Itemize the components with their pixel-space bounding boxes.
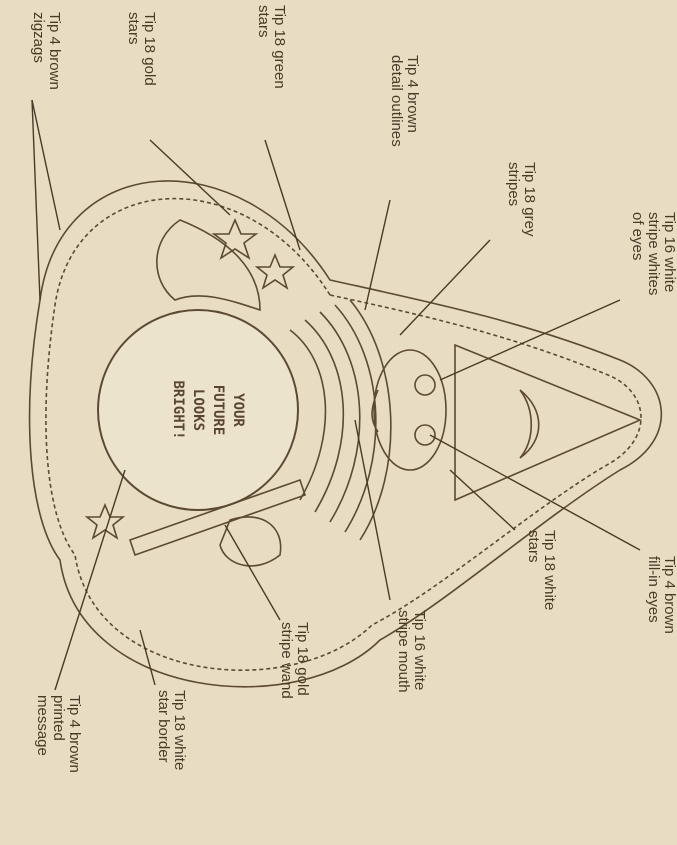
label-green-stars: Tip 18 green stars (255, 5, 288, 89)
message-line-2: FUTURE (210, 385, 226, 436)
svg-text:Tip 18 gold: Tip 18 gold (294, 622, 311, 696)
label-wand: Tip 18 gold stripe wand (278, 622, 311, 699)
svg-text:Tip 4 brown: Tip 4 brown (46, 12, 63, 90)
svg-text:stripe whites: stripe whites (645, 212, 662, 295)
message-line-4: BRIGHT! (170, 380, 186, 439)
message-line-1: YOUR (230, 393, 246, 427)
wizard-hat (455, 345, 640, 500)
label-grey-stripes: Tip 18 grey stripes (505, 162, 538, 237)
svg-text:Tip 18 green: Tip 18 green (271, 5, 288, 89)
svg-text:Tip 18 gold: Tip 18 gold (141, 12, 158, 86)
svg-text:fill-in eyes: fill-in eyes (645, 556, 662, 623)
label-printed-message: Tip 4 brown printed message (34, 695, 83, 773)
svg-text:Tip 16 white: Tip 16 white (411, 610, 428, 690)
svg-text:stars: stars (525, 530, 542, 563)
label-star-border: Tip 18 white star border (155, 690, 188, 770)
svg-text:stars: stars (255, 5, 272, 38)
svg-text:zigzags: zigzags (30, 12, 47, 63)
message-line-3: LOOKS (190, 389, 206, 431)
moon-on-hat (520, 390, 539, 458)
svg-text:Tip 18 white: Tip 18 white (171, 690, 188, 770)
label-mouth: Tip 16 white stripe mouth (395, 610, 428, 693)
svg-text:Tip 4 brown: Tip 4 brown (661, 556, 677, 634)
svg-text:stripe wand: stripe wand (278, 622, 295, 699)
svg-text:Tip 4 brown: Tip 4 brown (404, 55, 421, 133)
label-white-eyes: Tip 16 white stripe whites of eyes (629, 212, 677, 295)
svg-text:Tip 16 white: Tip 16 white (661, 212, 677, 292)
hand-bottom (220, 517, 281, 566)
svg-text:star border: star border (155, 690, 172, 763)
label-fill-in-eyes: Tip 4 brown fill-in eyes (645, 556, 677, 634)
label-detail-outlines: Tip 4 brown detail outlines (388, 55, 421, 147)
svg-text:Tip 18 white: Tip 18 white (541, 530, 558, 610)
svg-text:printed: printed (50, 695, 67, 741)
svg-text:message: message (34, 695, 51, 756)
svg-text:stripe mouth: stripe mouth (395, 610, 412, 693)
beard-stripes (290, 300, 391, 540)
label-gold-stars: Tip 18 gold stars (125, 12, 158, 86)
label-white-stars: Tip 18 white stars (525, 530, 558, 610)
label-brown-zigzags: Tip 4 brown zigzags (30, 12, 63, 90)
svg-text:of eyes: of eyes (629, 212, 646, 260)
svg-text:stars: stars (125, 12, 142, 45)
svg-text:detail outlines: detail outlines (388, 55, 405, 147)
svg-text:Tip 4 brown: Tip 4 brown (66, 695, 83, 773)
svg-text:stripes: stripes (505, 162, 522, 206)
svg-text:Tip 18 grey: Tip 18 grey (521, 162, 538, 237)
